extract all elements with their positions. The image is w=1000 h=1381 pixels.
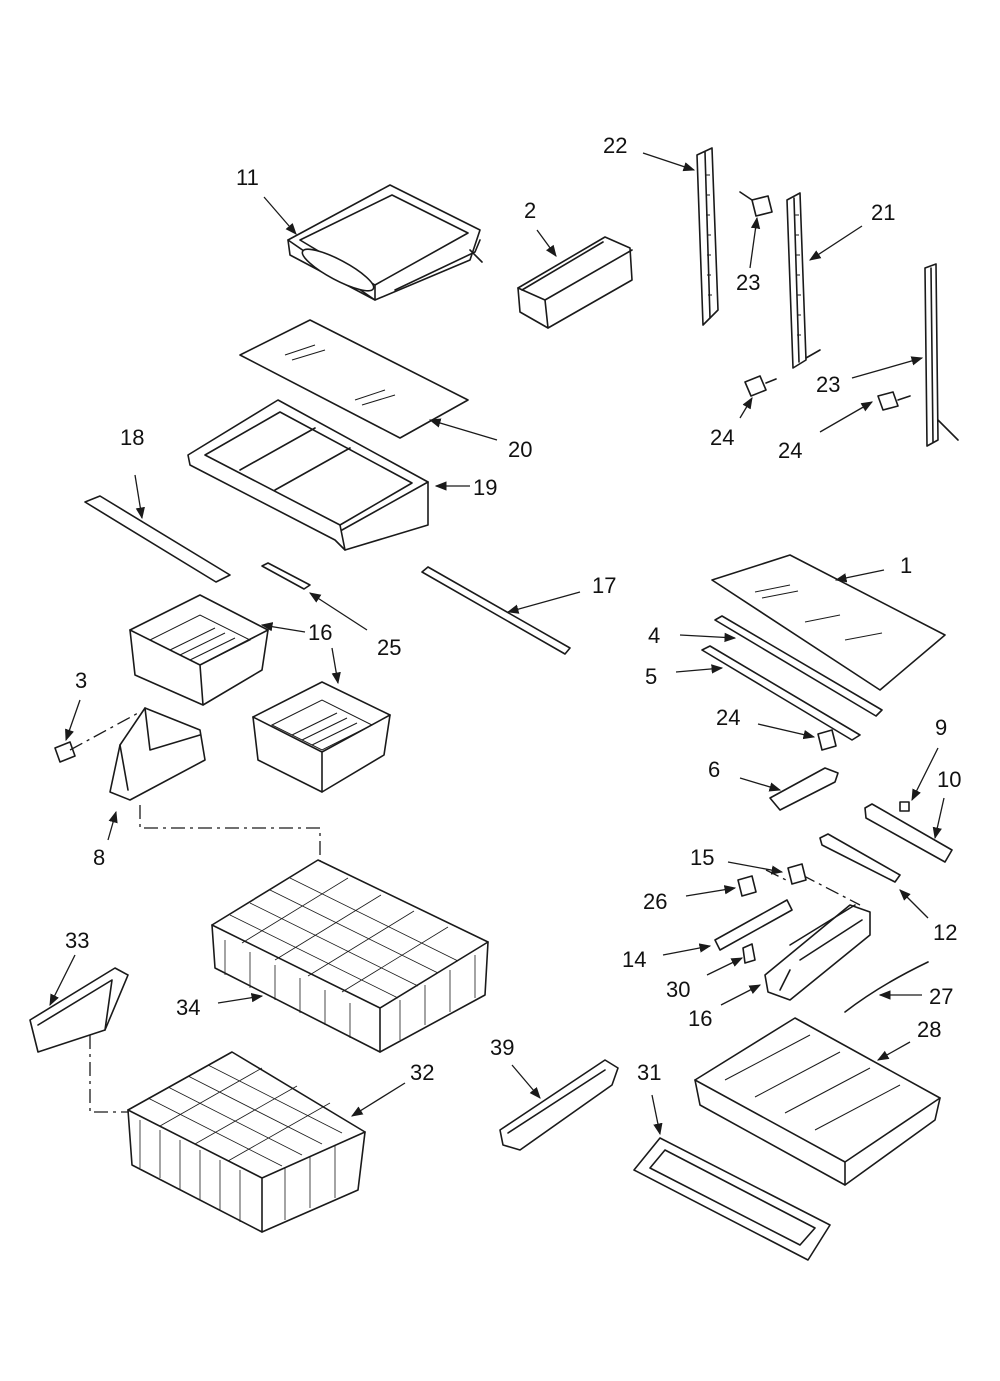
label-9: 9 bbox=[935, 715, 947, 740]
part-28-wire bbox=[844, 961, 929, 1013]
part-19-strip bbox=[84, 495, 231, 583]
assembly-lines bbox=[69, 711, 861, 1113]
part-24-screw-top bbox=[739, 191, 773, 217]
label-5: 5 bbox=[645, 664, 657, 689]
label-24-mid: 24 bbox=[716, 705, 740, 730]
label-14: 14 bbox=[622, 947, 646, 972]
part-4-strip bbox=[714, 615, 883, 717]
part-8-bracket bbox=[109, 707, 206, 801]
label-15: 15 bbox=[690, 845, 714, 870]
part-17-drawer-upper bbox=[129, 594, 269, 706]
part-23-rail-left bbox=[696, 147, 719, 326]
part-16-housing bbox=[764, 904, 871, 1001]
part-3-screw bbox=[54, 741, 76, 763]
label-27: 25 bbox=[377, 635, 401, 660]
label-24-top: 23 bbox=[736, 270, 760, 295]
part-20-cover-frame bbox=[187, 399, 429, 551]
label-32: 32 bbox=[410, 1060, 434, 1085]
label-21: 20 bbox=[508, 437, 532, 462]
label-16: 16 bbox=[688, 1006, 712, 1031]
label-3: 3 bbox=[75, 668, 87, 693]
label-22: 21 bbox=[871, 200, 895, 225]
label-4: 4 bbox=[648, 623, 660, 648]
part-6-bracket bbox=[769, 767, 839, 811]
part-15-screw bbox=[787, 863, 807, 885]
part-33-bracket bbox=[29, 967, 129, 1053]
part-29-tray bbox=[694, 1017, 941, 1186]
label-6: 6 bbox=[708, 757, 720, 782]
label-2: 2 bbox=[524, 198, 536, 223]
part-24-screw-right bbox=[877, 391, 911, 411]
part-22-rail bbox=[786, 192, 821, 369]
part-1-glass-shelf bbox=[711, 554, 946, 691]
label-23-top: 22 bbox=[603, 133, 627, 158]
label-10: 10 bbox=[937, 767, 961, 792]
label-20: 19 bbox=[473, 475, 497, 500]
label-26: 26 bbox=[643, 889, 667, 914]
label-23-right: 23 bbox=[816, 372, 840, 397]
label-30: 30 bbox=[666, 977, 690, 1002]
part-12-rail bbox=[819, 833, 901, 883]
label-17: 16 bbox=[308, 620, 332, 645]
leader-lines bbox=[49, 152, 945, 1136]
label-18: 17 bbox=[592, 573, 616, 598]
part-32-wire-basket bbox=[127, 1051, 366, 1233]
part-23-rail-right bbox=[924, 263, 959, 447]
part-17-drawer-lower bbox=[252, 681, 391, 793]
part-14-strip bbox=[714, 899, 793, 951]
label-12: 12 bbox=[933, 920, 957, 945]
label-39: 39 bbox=[490, 1035, 514, 1060]
part-11-shelf-frame bbox=[287, 184, 483, 301]
label-8: 8 bbox=[93, 845, 105, 870]
part-26-screw bbox=[737, 875, 757, 897]
label-19: 18 bbox=[120, 425, 144, 450]
label-24-right: 24 bbox=[778, 438, 802, 463]
label-11: 11 bbox=[236, 165, 259, 190]
part-27-clip bbox=[261, 562, 311, 590]
label-31: 31 bbox=[637, 1060, 661, 1085]
label-34: 34 bbox=[176, 995, 200, 1020]
part-25-screw bbox=[744, 375, 777, 397]
part-39-handle bbox=[499, 1059, 619, 1151]
part-31-drawer-front bbox=[633, 1137, 831, 1261]
label-29: 28 bbox=[917, 1017, 941, 1042]
part-30-clip bbox=[742, 943, 756, 964]
label-1: 1 bbox=[900, 553, 912, 578]
part-2-door-bin bbox=[517, 236, 633, 329]
label-28: 27 bbox=[929, 984, 953, 1009]
part-10-rail bbox=[864, 803, 953, 863]
label-33: 33 bbox=[65, 928, 89, 953]
part-34-wire-basket bbox=[211, 859, 489, 1053]
label-25: 24 bbox=[710, 425, 734, 450]
part-21-glass-shelf bbox=[239, 319, 469, 439]
part-18-rod bbox=[421, 566, 571, 655]
callout-labels: 11 2 22 23 21 23 24 24 20 19 18 17 16 25… bbox=[65, 133, 961, 1085]
part-9-clip bbox=[899, 801, 910, 812]
part-24-screw-mid bbox=[817, 729, 837, 751]
part-5-strip bbox=[701, 645, 861, 741]
